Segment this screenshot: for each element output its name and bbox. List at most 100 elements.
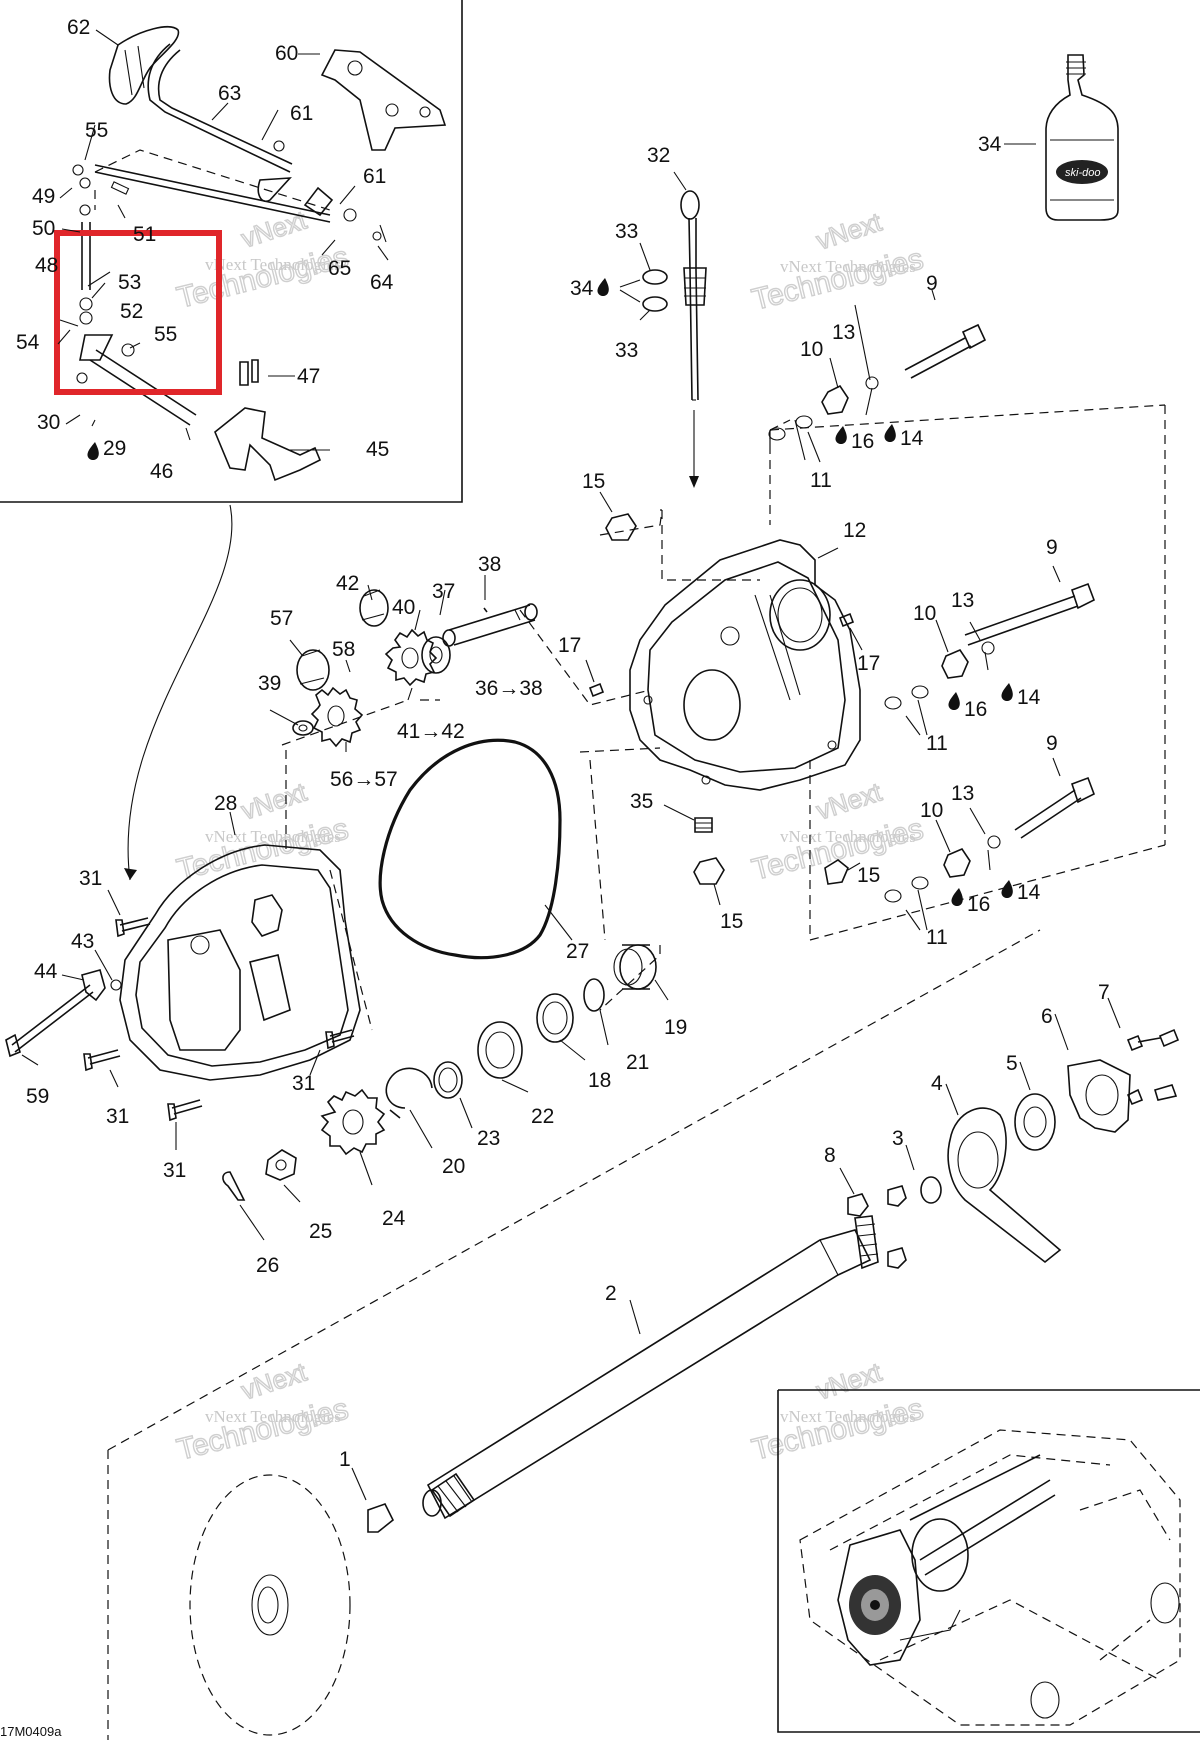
callout-14: 14 <box>900 427 924 450</box>
callout-49: 49 <box>32 185 55 208</box>
callout-41-42: 41→42 <box>397 720 465 743</box>
callout-55: 55 <box>85 119 108 142</box>
shift-linkage-inset: 62 60 63 61 55 61 49 51 50 48 53 52 55 5… <box>0 0 463 503</box>
callout-50: 50 <box>32 217 55 240</box>
gear-41 <box>384 628 438 687</box>
callout-56-57: 56→57 <box>330 768 398 791</box>
callout-14: 14 <box>1017 881 1041 904</box>
lower-group-outline <box>107 929 1041 1740</box>
callout-8: 8 <box>824 1144 836 1167</box>
callout-16: 16 <box>967 893 990 916</box>
callout-5: 5 <box>1006 1052 1018 1075</box>
callout-15: 15 <box>720 910 743 933</box>
oil-drop-icon <box>1001 880 1013 898</box>
callout-46: 46 <box>150 460 173 483</box>
inset-frame <box>777 1389 1200 1733</box>
callout-29: 29 <box>103 437 126 460</box>
oil-drop-icon <box>948 692 960 710</box>
chassis-location-inset <box>777 1389 1200 1733</box>
callout-20: 20 <box>442 1155 465 1178</box>
callout-25: 25 <box>309 1220 332 1243</box>
part-34-oil-bottle: ski-doo 34 <box>978 54 1119 221</box>
svg-text:vNext Technologies: vNext Technologies <box>205 827 341 846</box>
gear-24 <box>320 1088 386 1156</box>
svg-text:vNext: vNext <box>238 776 311 825</box>
callout-39: 39 <box>258 672 281 695</box>
callout-43: 43 <box>71 930 94 953</box>
part-12-chaincase-housing: 12 <box>629 519 866 791</box>
svg-text:vNext: vNext <box>238 204 311 253</box>
callout-31: 31 <box>292 1072 315 1095</box>
callout-17: 17 <box>857 652 880 675</box>
callout-42: 42 <box>336 572 359 595</box>
callout-12: 12 <box>843 519 866 542</box>
callout-64: 64 <box>370 271 394 294</box>
callout-53: 53 <box>118 271 141 294</box>
callout-1: 1 <box>339 1448 351 1471</box>
callout-15: 15 <box>857 864 880 887</box>
svg-text:ski-doo: ski-doo <box>1065 167 1100 179</box>
callout-16: 16 <box>851 430 874 453</box>
bolt-set-middle: 9 13 10 16 14 11 <box>884 536 1096 755</box>
callout-3: 3 <box>892 1127 904 1150</box>
callout-60: 60 <box>275 42 298 65</box>
callout-10: 10 <box>920 799 943 822</box>
inset-frame <box>0 0 463 503</box>
part-63-rod <box>147 43 291 173</box>
linkage-shaft <box>94 164 331 223</box>
callout-51: 51 <box>133 223 156 246</box>
assembly-arrow <box>127 504 233 881</box>
svg-text:vNext Technologies: vNext Technologies <box>205 1407 341 1426</box>
callout-10: 10 <box>913 602 936 625</box>
svg-text:vNext Technologies: vNext Technologies <box>205 255 341 274</box>
callout-7: 7 <box>1098 981 1110 1004</box>
housing-group-outline <box>660 404 1166 941</box>
callout-35: 35 <box>630 790 653 813</box>
svg-text:Technologies: Technologies <box>174 1392 352 1466</box>
callout-40: 40 <box>392 596 415 619</box>
drive-pulley-outline <box>189 1474 351 1736</box>
callout-61: 61 <box>363 165 386 188</box>
part-46-shaft <box>89 349 197 426</box>
oil-drop-icon <box>951 888 963 906</box>
callout-38: 38 <box>478 553 501 576</box>
watermark: vNext vNext Technologies Technologies <box>173 1356 352 1468</box>
callout-55: 55 <box>154 323 177 346</box>
callout-11: 11 <box>926 926 948 949</box>
gear-56 <box>310 686 364 748</box>
callout-11: 11 <box>810 469 832 492</box>
callout-18: 18 <box>588 1069 611 1092</box>
svg-text:Technologies: Technologies <box>749 1392 927 1466</box>
callout-10: 10 <box>800 338 823 361</box>
callout-37: 37 <box>432 580 455 603</box>
svg-text:Technologies: Technologies <box>174 812 352 886</box>
callout-34: 34 <box>570 277 594 300</box>
svg-text:Technologies: Technologies <box>749 812 927 886</box>
watermark: vNext vNext Technologies Technologies <box>173 776 352 888</box>
highlight-box <box>54 230 222 395</box>
callout-62: 62 <box>67 16 90 39</box>
callout-15: 15 <box>582 470 605 493</box>
callout-48: 48 <box>35 254 58 277</box>
callout-45: 45 <box>366 438 389 461</box>
callout-11: 11 <box>926 732 948 755</box>
callout-61: 61 <box>290 102 313 125</box>
drawing-code: 17M0409a <box>0 1724 62 1739</box>
callout-33: 33 <box>615 220 638 243</box>
callout-2: 2 <box>605 1282 617 1305</box>
bolt-set-upper: 9 13 10 16 14 11 <box>768 272 987 492</box>
callout-22: 22 <box>531 1105 554 1128</box>
part-32-dipstick: 32 33 34 33 <box>570 144 707 488</box>
callout-59: 59 <box>26 1085 49 1108</box>
svg-text:vNext: vNext <box>813 206 886 255</box>
svg-text:vNext Technologies: vNext Technologies <box>780 257 916 276</box>
callout-34: 34 <box>978 133 1002 156</box>
part-60-bracket <box>320 49 447 151</box>
part-15-nut: 15 15 <box>579 747 880 941</box>
callout-47: 47 <box>297 365 320 388</box>
oil-drop-icon <box>835 426 847 444</box>
callout-31: 31 <box>106 1105 129 1128</box>
callout-65: 65 <box>328 257 351 280</box>
callout-52: 52 <box>120 300 143 323</box>
